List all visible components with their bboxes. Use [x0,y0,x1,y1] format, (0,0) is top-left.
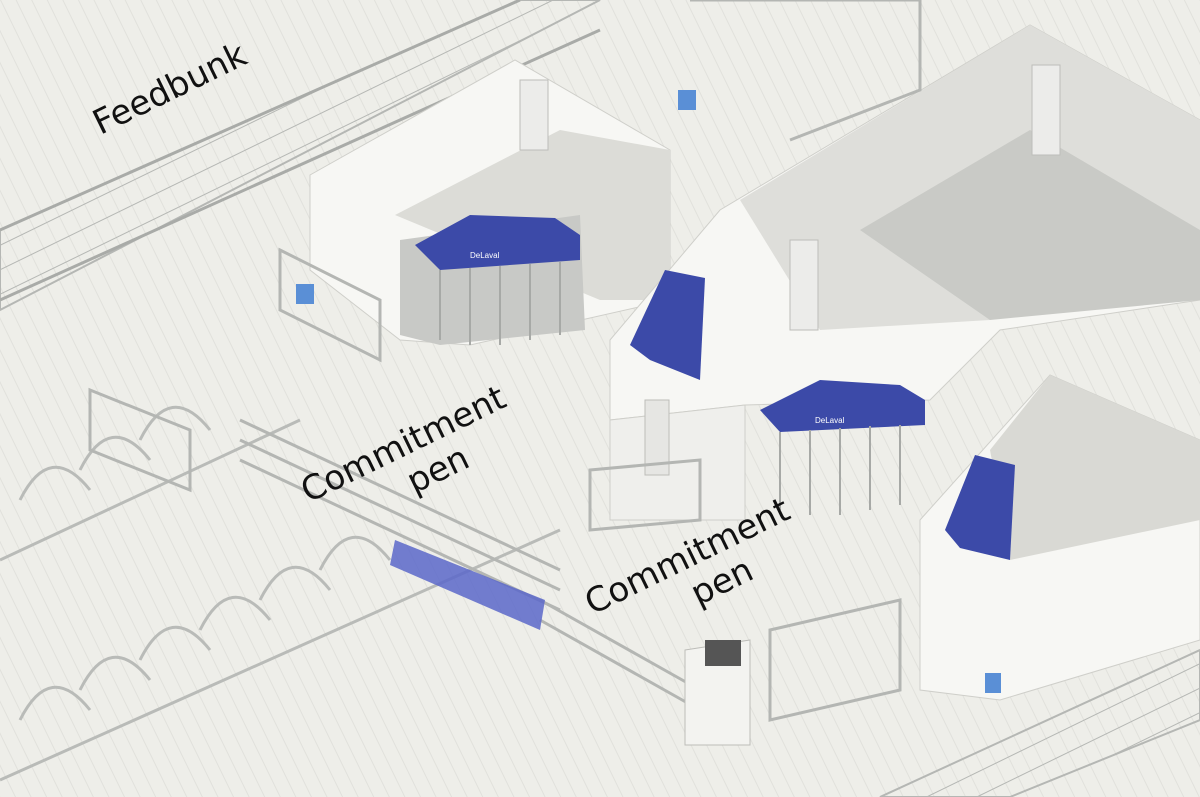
brand-logo-right: DeLaval [815,416,845,425]
milking-robot-right [945,455,1015,560]
sort-gate-box [684,639,751,746]
rotary-unit-left [415,215,580,270]
milking-room-right: DeLaval [609,24,1200,521]
milking-room-left: DeLaval [309,59,671,346]
milking-robot-center [630,270,705,380]
control-box [678,90,696,110]
feed-rail-bottom [879,648,1200,797]
gates-and-fences [88,0,922,722]
robot-room-right [919,374,1200,701]
control-box [296,284,314,304]
brand-logo-left: DeLaval [470,251,500,260]
control-box [985,673,1001,693]
commitment-gate-highlight [390,540,545,630]
rotary-unit-right [760,380,925,432]
feedbunk-rail-edge [0,0,521,232]
